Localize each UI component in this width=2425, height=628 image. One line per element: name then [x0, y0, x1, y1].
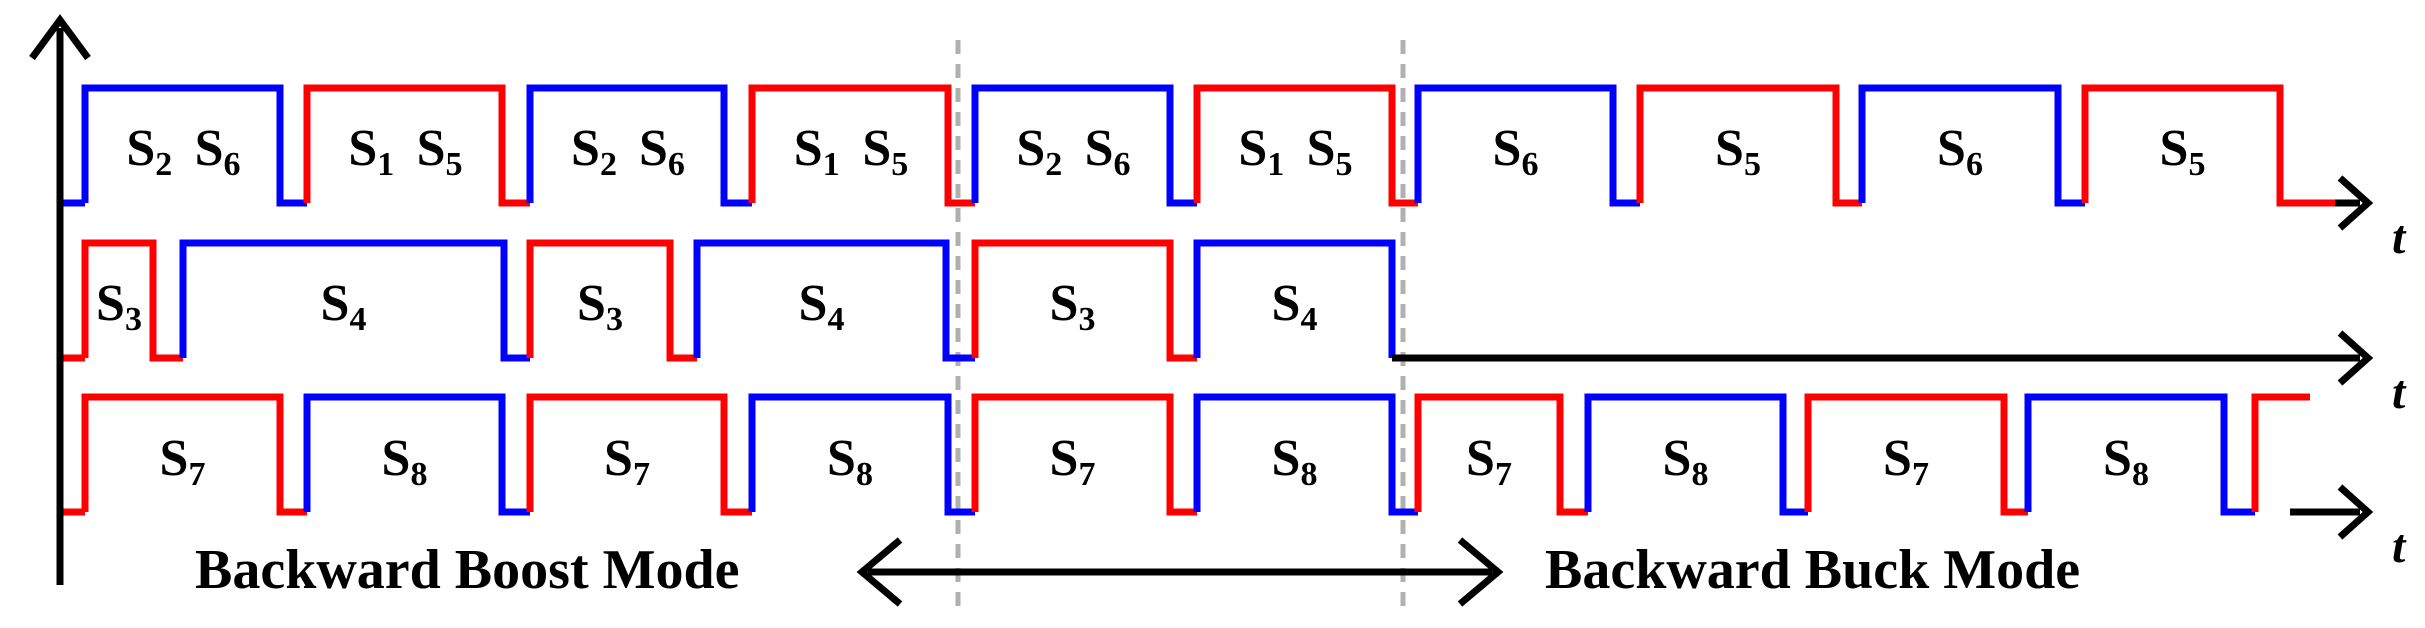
buck-mode-label: Backward Buck Mode — [1545, 539, 2080, 601]
vertical-axis-arrowhead — [29, 14, 91, 61]
arrowhead-right — [1457, 537, 1504, 607]
time-axis-label: t — [2392, 520, 2407, 573]
switch-label: S7 — [160, 430, 206, 493]
switch-label: S3 — [1050, 275, 1096, 338]
pulse-blue — [1193, 239, 1396, 358]
switch-label: S8 — [1663, 430, 1709, 493]
switch-label: S6 — [1937, 120, 1983, 183]
switch-label: S5 — [862, 120, 908, 183]
pulse-row-2: S3 S4 S3 S4 S3 S4 — [60, 239, 1396, 362]
switch-label: S5 — [1307, 120, 1353, 183]
pulse-blue — [971, 84, 1197, 207]
pulse-red — [526, 393, 752, 516]
pulse-blue — [303, 393, 530, 516]
switch-label: S5 — [1715, 120, 1761, 183]
pulse-red — [748, 84, 975, 207]
switch-label: S2 — [571, 120, 617, 183]
time-axis-label: t — [2392, 366, 2407, 419]
pulse-blue — [2024, 393, 2255, 516]
pulse-red — [971, 393, 1197, 516]
time-axis-arrowhead — [2337, 175, 2374, 231]
switch-label: S8 — [2103, 430, 2149, 493]
pulse-red — [1636, 84, 1862, 207]
switch-label: S6 — [1085, 120, 1131, 183]
switch-label: S7 — [1883, 430, 1929, 493]
switch-label: S7 — [1466, 430, 1512, 493]
switch-label: S8 — [827, 430, 873, 493]
switch-label: S4 — [1272, 275, 1318, 338]
switch-label: S4 — [321, 275, 367, 338]
pulse-red — [303, 84, 530, 207]
pulse-red — [1414, 393, 1588, 516]
switch-label: S7 — [604, 430, 650, 493]
switch-label: S1 — [794, 120, 840, 183]
time-axis-arrowhead — [2337, 330, 2374, 386]
pulse-red — [1804, 393, 2028, 516]
switch-label: S6 — [195, 120, 241, 183]
pulse-red — [2251, 393, 2310, 512]
pulse-red — [81, 239, 183, 362]
switch-label: S3 — [96, 275, 142, 338]
pulse-blue — [81, 84, 307, 207]
switch-label: S4 — [799, 275, 845, 338]
pulse-blue — [1414, 84, 1640, 207]
pulse-red — [81, 393, 307, 516]
switch-label: S6 — [1493, 120, 1539, 183]
switch-label: S3 — [577, 275, 623, 338]
boost-mode-label: Backward Boost Mode — [195, 539, 739, 601]
pulse-blue — [693, 239, 975, 362]
pulse-blue — [748, 393, 975, 516]
switch-label: S1 — [1238, 120, 1284, 183]
pulse-row-3: S7 S8 S7 S8 S7 S8 S7 S8 S7 S8 — [60, 393, 2310, 516]
pulse-red — [2081, 84, 2335, 207]
mode-annotation: Backward Boost Mode Backward Buck Mode — [195, 537, 2080, 607]
pulse-blue — [1858, 84, 2085, 207]
time-axis-label: t — [2392, 211, 2407, 264]
pulse-blue — [526, 84, 752, 207]
time-axis-arrowhead — [2337, 484, 2374, 540]
pulse-red — [1193, 84, 1418, 207]
switch-label: S5 — [417, 120, 463, 183]
axes: t t t — [29, 14, 2407, 585]
switch-label: S2 — [1016, 120, 1062, 183]
switch-label: S1 — [348, 120, 394, 183]
pulse-blue — [179, 239, 530, 362]
switch-label: S5 — [2160, 120, 2206, 183]
switch-label: S8 — [382, 430, 428, 493]
pulse-row-1: S2 S6 S1 S5 S2 S6 S1 S5 S2 S6 S1 S5 S6 S5 S6 S5 — [60, 84, 2335, 207]
pulse-blue — [1584, 393, 1808, 516]
switch-label: S6 — [639, 120, 685, 183]
switch-label: S2 — [126, 120, 172, 183]
pulse-red — [971, 239, 1197, 362]
switch-label: S7 — [1050, 430, 1096, 493]
pulse-red — [526, 239, 697, 362]
switch-label: S8 — [1272, 430, 1318, 493]
arrowhead-left — [856, 537, 903, 607]
pulse-blue — [1193, 393, 1418, 516]
